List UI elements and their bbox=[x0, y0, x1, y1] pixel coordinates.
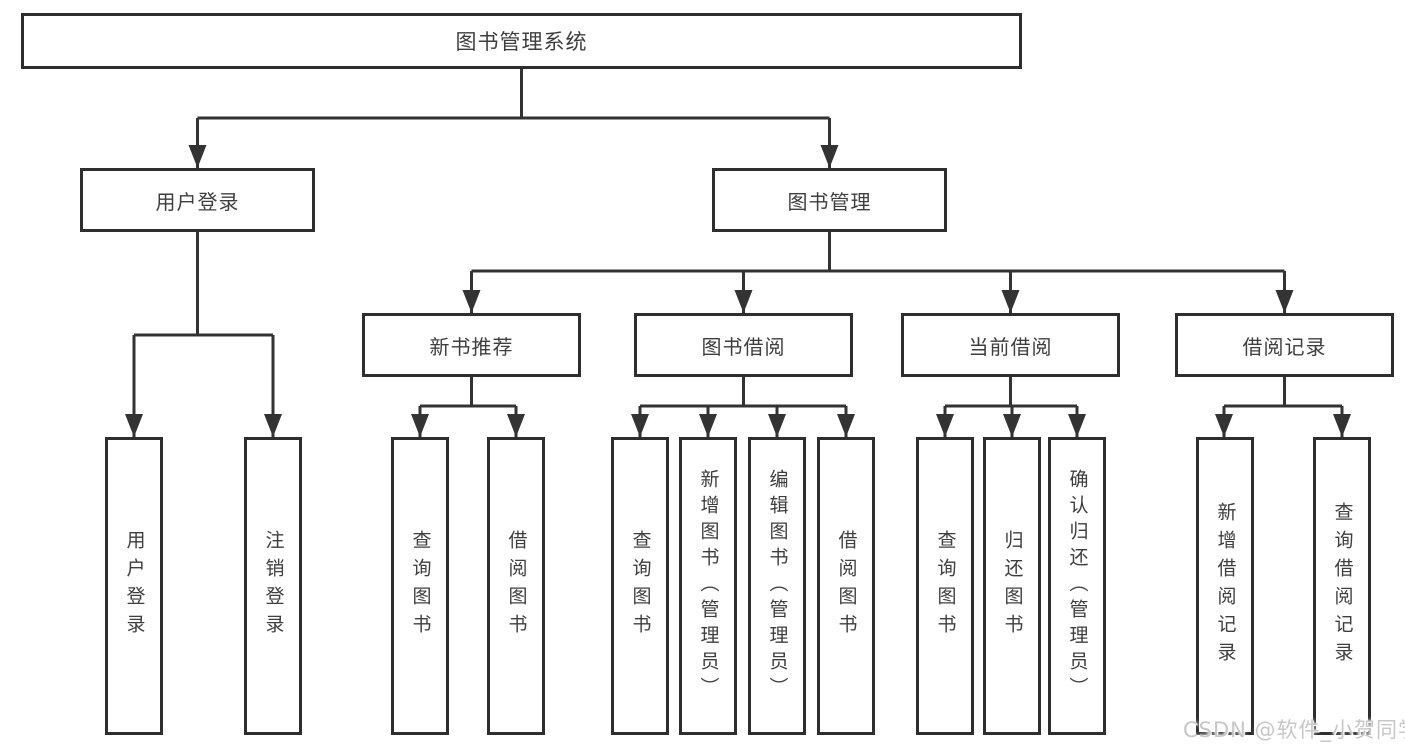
arrowhead-icon bbox=[1275, 290, 1294, 313]
arrowhead-icon bbox=[462, 290, 481, 313]
leaf-logout: 注销登录 bbox=[244, 437, 302, 735]
arrowhead-icon bbox=[1333, 414, 1351, 437]
node-new-book-recommend: 新书推荐 bbox=[362, 313, 581, 377]
leaf-add-borrow-record: 新增借阅记录 bbox=[1196, 437, 1254, 735]
arrowhead-icon bbox=[820, 145, 839, 168]
connector-userlogin-to-leaves bbox=[132, 232, 275, 437]
node-book-borrow: 图书借阅 bbox=[634, 313, 853, 377]
connector-newbooks-to-leaves bbox=[418, 377, 518, 437]
leaf-borrow-books: 借阅图书 bbox=[817, 437, 875, 735]
leaf-user-login: 用户登录 bbox=[105, 437, 163, 735]
node-user-login: 用户登录 bbox=[80, 168, 315, 232]
node-current-borrow: 当前借阅 bbox=[901, 313, 1120, 377]
arrowhead-icon bbox=[1068, 414, 1086, 437]
leaf-add-book-admin: 新增图书（管理员） bbox=[679, 437, 737, 735]
leaf-edit-book-admin: 编辑图书（管理员） bbox=[748, 437, 806, 735]
arrowhead-icon bbox=[1215, 414, 1233, 437]
arrowhead-icon bbox=[699, 414, 717, 437]
arrowhead-icon bbox=[125, 414, 143, 437]
watermark: CSDN @软件_小贺同学 bbox=[1183, 718, 1405, 742]
leaf-confirm-return-admin: 确认归还（管理员） bbox=[1048, 437, 1106, 735]
node-book-management: 图书管理 bbox=[712, 168, 947, 232]
leaf-query-borrow-record: 查询借阅记录 bbox=[1313, 437, 1371, 735]
leaf-query-books-current: 查询图书 bbox=[916, 437, 974, 735]
arrowhead-icon bbox=[507, 414, 525, 437]
arrowhead-icon bbox=[188, 145, 207, 168]
node-borrow-records: 借阅记录 bbox=[1175, 313, 1394, 377]
connector-records-to-leaves bbox=[1222, 377, 1344, 437]
leaf-query-books-recommend: 查询图书 bbox=[391, 437, 449, 735]
node-root: 图书管理系统 bbox=[21, 13, 1022, 69]
arrowhead-icon bbox=[734, 290, 753, 313]
leaf-borrow-books-recommend: 借阅图书 bbox=[487, 437, 545, 735]
connector-bookmgmt-to-level3 bbox=[470, 232, 1286, 313]
arrowhead-icon bbox=[1003, 414, 1021, 437]
connector-borrow-to-leaves bbox=[638, 377, 848, 437]
arrowhead-icon bbox=[631, 414, 649, 437]
connector-lines bbox=[132, 69, 1344, 437]
arrowhead-icon bbox=[936, 414, 954, 437]
arrowhead-icon bbox=[1001, 290, 1020, 313]
arrowhead-icon bbox=[411, 414, 429, 437]
leaf-query-books-borrow: 查询图书 bbox=[611, 437, 669, 735]
arrowhead-icon bbox=[768, 414, 786, 437]
arrowhead-icon bbox=[264, 414, 282, 437]
arrowhead-icon bbox=[837, 414, 855, 437]
arrowhead-icons bbox=[125, 145, 1351, 437]
leaf-return-book: 归还图书 bbox=[983, 437, 1041, 735]
connector-root-to-level2 bbox=[196, 69, 831, 168]
